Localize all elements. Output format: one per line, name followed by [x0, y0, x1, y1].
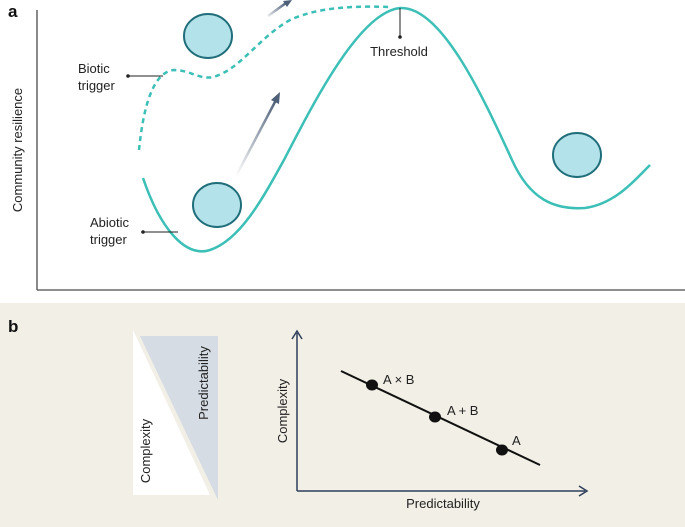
point-a	[496, 444, 508, 456]
ball-valley	[192, 182, 242, 228]
ball-alternate-state	[552, 132, 602, 178]
biotic-shifted-curve	[137, 5, 391, 151]
point-a-times-b	[366, 379, 378, 391]
threshold-dot	[398, 35, 402, 39]
point-a-plus-b	[429, 411, 441, 423]
point-a-label: A	[512, 433, 521, 448]
threshold-label: Threshold	[370, 44, 428, 59]
plot-x-arrowhead	[578, 485, 589, 497]
point-a-plus-b-label: A + B	[447, 403, 478, 418]
point-a-times-b-label: A × B	[383, 372, 414, 387]
biotic-trigger-label-line2: trigger	[78, 78, 116, 93]
plot-x-axis-label: Predictability	[406, 496, 480, 511]
panel-b-diagram: Complexity Predictability Complexity Pre…	[133, 329, 589, 511]
y-axis-label-a: Community resilience	[10, 88, 25, 212]
panel-b-label: b	[8, 317, 19, 336]
complexity-wedge	[133, 330, 210, 495]
predictability-wedge-label: Predictability	[196, 346, 211, 420]
biotic-trigger-label-line1: Biotic	[78, 61, 110, 76]
abiotic-trigger-label-line1: Abiotic	[90, 215, 130, 230]
arrow-abiotic-push	[234, 99, 278, 177]
panel-a-diagram: Community resilience Threshold Biotic tr…	[10, 0, 685, 291]
arrow-biotic-head	[283, 0, 292, 7]
ball-upper	[183, 13, 233, 59]
plot-y-axis-label: Complexity	[275, 378, 290, 443]
panel-a: a Community resilience	[8, 0, 685, 291]
abiotic-trigger-label-line2: trigger	[90, 232, 128, 247]
complexity-wedge-label: Complexity	[138, 418, 153, 483]
predictability-wedge	[140, 336, 218, 500]
panel-b: b Complexity Predictability Complexity P…	[0, 303, 685, 527]
panel-a-label: a	[8, 2, 18, 21]
arrow-biotic-push	[267, 1, 287, 18]
plot-y-arrowhead	[291, 329, 303, 340]
arrow-abiotic-head	[271, 92, 280, 104]
